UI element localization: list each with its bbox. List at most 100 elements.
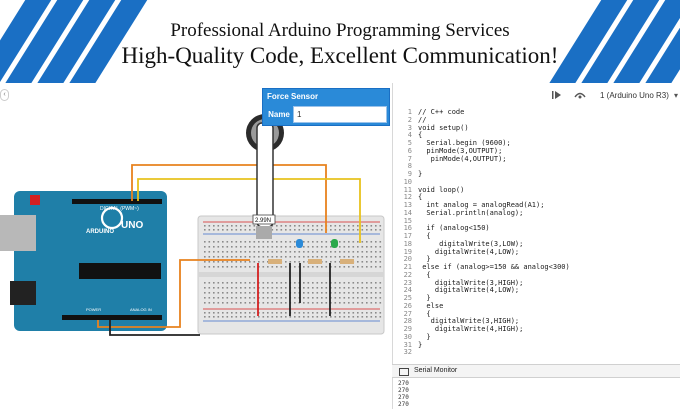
code-line[interactable]: 5 Serial.begin (9600); [392, 139, 680, 147]
code-text: pinMode(4,OUTPUT); [418, 154, 507, 163]
code-line[interactable]: 7 pinMode(4,OUTPUT); [392, 155, 680, 163]
code-line[interactable]: 20 } [392, 255, 680, 263]
code-text: digitalWrite(4,HIGH); [418, 325, 524, 333]
monitor-icon [399, 368, 409, 376]
code-text: { [418, 193, 423, 202]
code-text: } [418, 294, 431, 302]
code-line[interactable]: 26 else [392, 302, 680, 310]
line-number: 10 [403, 177, 412, 186]
code-text: if (analog<150) [418, 224, 490, 233]
collapse-panel-toggle[interactable]: ‹ [0, 89, 9, 101]
code-line[interactable]: 9} [392, 170, 680, 178]
code-line[interactable]: 6 pinMode(3,OUTPUT); [392, 147, 680, 155]
microcontroller-chip [79, 263, 161, 279]
code-text: digitalWrite(4,LOW); [418, 247, 520, 256]
code-line[interactable]: 8 [392, 162, 680, 170]
usb-port [0, 215, 36, 251]
serial-line: 270 [398, 387, 409, 394]
code-line[interactable]: 24 digitalWrite(4,LOW); [392, 286, 680, 294]
name-label: Name [268, 110, 290, 119]
serial-monitor-header[interactable]: Serial Monitor [392, 364, 680, 378]
name-input[interactable]: 1 [293, 106, 387, 123]
code-line[interactable]: 18 digitalWrite(3,LOW); [392, 240, 680, 248]
code-line[interactable]: 10 [392, 178, 680, 186]
code-line[interactable]: 22 { [392, 271, 680, 279]
debugger-icon[interactable] [574, 90, 586, 100]
code-line[interactable]: 21 else if (analog>=150 && analog<300) [392, 263, 680, 271]
code-line[interactable]: 1// C++ code [392, 108, 680, 116]
code-text: digitalWrite(4,LOW); [418, 286, 520, 295]
force-sensor[interactable]: 2.99N [246, 114, 284, 239]
banner-title: Professional Arduino Programming Service… [170, 20, 510, 41]
code-line[interactable]: 17 { [392, 232, 680, 240]
code-line[interactable]: 23 digitalWrite(3,HIGH); [392, 279, 680, 287]
code-text: pinMode(3,OUTPUT); [418, 146, 503, 155]
code-line[interactable]: 32 [392, 348, 680, 356]
code-text: } [418, 170, 423, 178]
power-label: POWER [86, 307, 101, 312]
code-line[interactable]: 27 { [392, 310, 680, 318]
breadboard[interactable] [197, 215, 385, 335]
resistor [308, 259, 322, 264]
line-number: 29 [403, 325, 412, 333]
line-number: 2 [407, 115, 412, 124]
code-text: Serial.begin (9600); [418, 139, 511, 147]
led-green [331, 239, 338, 248]
line-number: 4 [407, 131, 412, 140]
code-line[interactable]: 29 digitalWrite(4,HIGH); [392, 325, 680, 333]
line-number: 22 [403, 270, 412, 279]
line-number: 14 [403, 208, 412, 217]
code-line[interactable]: 14 Serial.println(analog); [392, 209, 680, 217]
line-number: 20 [403, 255, 412, 264]
line-number: 26 [403, 301, 412, 310]
force-reading: 2.99N [255, 218, 271, 224]
code-line[interactable]: 19 digitalWrite(4,LOW); [392, 248, 680, 256]
circuit-drawing: DIGITAL (PWM~) ARDUINO UNO POWER ANALOG … [0, 114, 385, 336]
arduino-board[interactable]: DIGITAL (PWM~) ARDUINO UNO POWER ANALOG … [0, 191, 167, 331]
code-text: // [418, 115, 427, 124]
code-line[interactable]: 25 } [392, 294, 680, 302]
banner: Professional Arduino Programming Service… [0, 0, 680, 83]
serial-line: 270 [398, 380, 409, 387]
line-number: 13 [403, 201, 412, 209]
line-number: 31 [403, 340, 412, 349]
code-line[interactable]: 2 // [392, 116, 680, 124]
code-line[interactable]: 12{ [392, 193, 680, 201]
line-number: 19 [403, 247, 412, 256]
code-text: { [418, 309, 431, 318]
line-number: 7 [407, 154, 412, 163]
line-number: 23 [403, 278, 412, 287]
code-line[interactable]: 31} [392, 341, 680, 349]
code-line[interactable]: 4{ [392, 131, 680, 139]
code-text: } [418, 255, 431, 264]
arduino-brand-label: ARDUINO [86, 229, 114, 235]
reset-button [30, 195, 40, 205]
line-number: 11 [403, 185, 412, 194]
led-blue [296, 239, 303, 248]
code-text: { [418, 131, 423, 140]
code-line[interactable]: 28 digitalWrite(3,HIGH); [392, 317, 680, 325]
wires[interactable] [97, 164, 361, 336]
upload-play-icon[interactable] [552, 90, 562, 100]
device-select-value: 1 (Arduino Uno R3) [600, 91, 669, 100]
banner-subtitle: High-Quality Code, Excellent Communicati… [121, 43, 559, 68]
code-line[interactable]: 13 int analog = analogRead(A1); [392, 201, 680, 209]
code-text: digitalWrite(3,HIGH); [418, 278, 524, 287]
code-line[interactable]: 15 [392, 217, 680, 225]
code-text: } [418, 340, 423, 349]
line-number: 6 [407, 146, 412, 155]
code-line[interactable]: 30 } [392, 333, 680, 341]
line-number: 17 [403, 232, 412, 240]
line-number: 21 [403, 263, 412, 271]
line-number: 5 [407, 139, 412, 147]
code-line[interactable]: 16 if (analog<150) [392, 224, 680, 232]
device-select[interactable]: 1 (Arduino Uno R3) ▾ [596, 87, 678, 104]
line-number: 15 [403, 216, 412, 225]
code-text: digitalWrite(3,HIGH); [418, 317, 520, 326]
code-text: Serial.println(analog); [418, 208, 524, 217]
resistor [268, 259, 282, 264]
components[interactable] [268, 239, 354, 264]
